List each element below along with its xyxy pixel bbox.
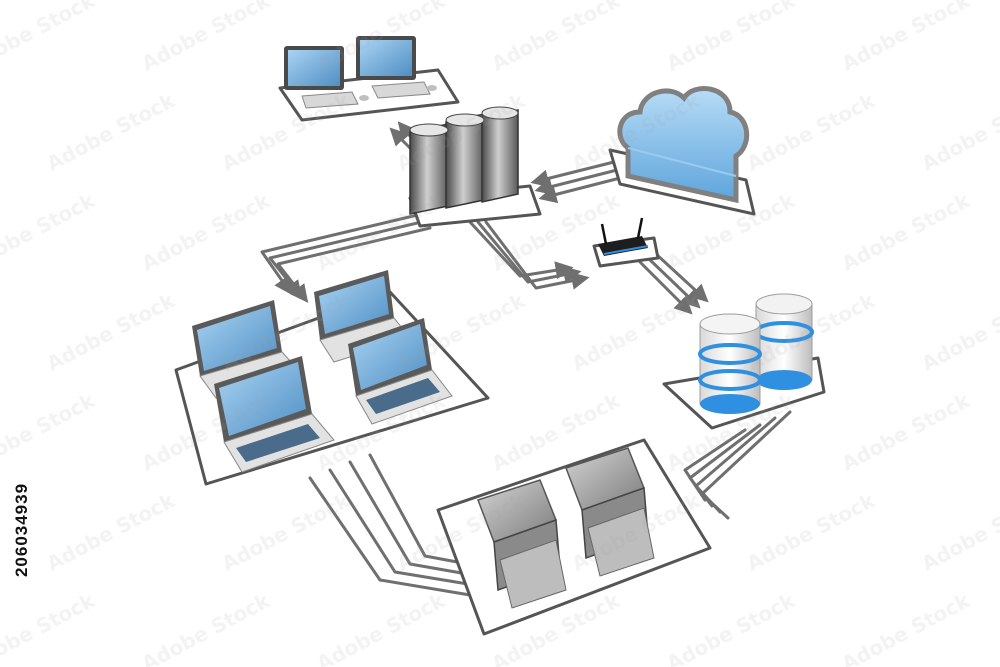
desktop-icon bbox=[284, 36, 437, 109]
server-icon bbox=[409, 106, 519, 215]
stock-id-text: 206034939 bbox=[12, 482, 31, 578]
printer-2 bbox=[565, 447, 655, 577]
database-icon bbox=[698, 293, 814, 414]
laptop-4 bbox=[348, 318, 453, 425]
cloud-icon bbox=[617, 86, 750, 204]
stock-id-label: 206034939 bbox=[8, 430, 36, 630]
laptop-3 bbox=[214, 356, 335, 473]
router-icon bbox=[598, 217, 649, 256]
printer-icon bbox=[477, 447, 655, 609]
printer-1 bbox=[477, 479, 567, 609]
laptop-icon bbox=[192, 270, 453, 473]
